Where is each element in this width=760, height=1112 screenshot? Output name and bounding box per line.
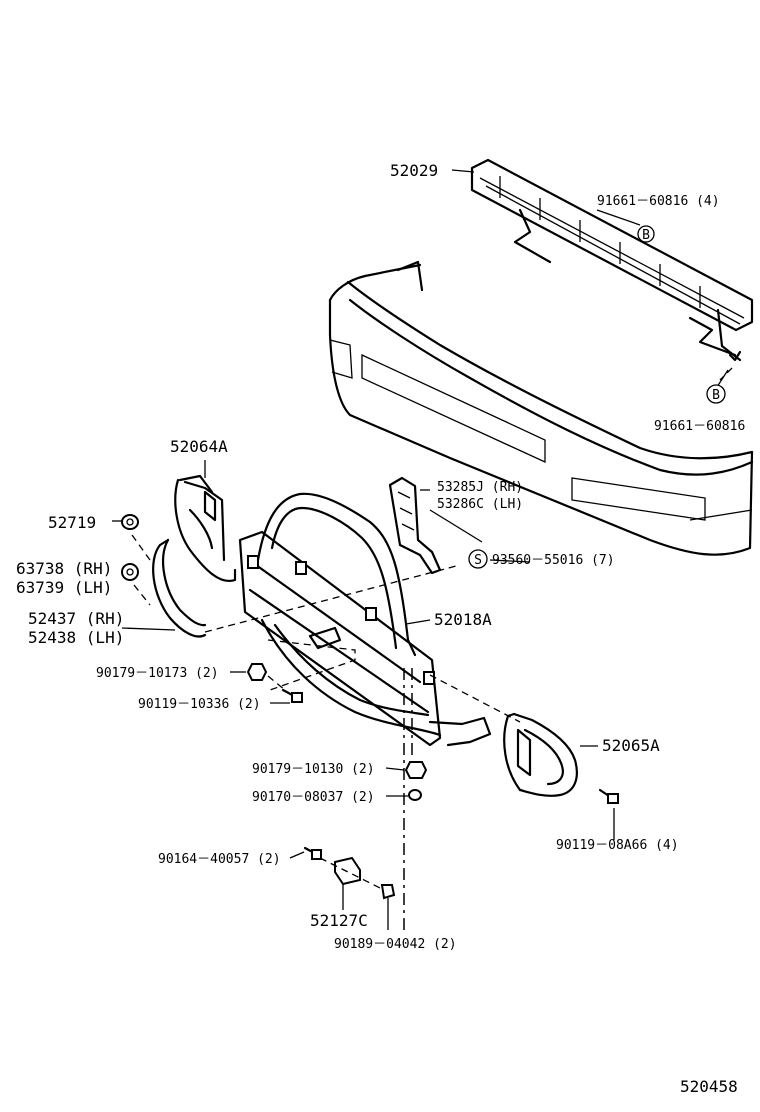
label-63738: 63738 (RH)	[16, 559, 112, 578]
label-90164-40057: 90164－40057 (2)	[158, 852, 281, 867]
label-52064a: 52064A	[170, 437, 228, 456]
label-52127c: 52127C	[310, 911, 368, 930]
label-90170-08037: 90170－08037 (2)	[252, 790, 375, 805]
symbol-b-upper-label: B	[642, 228, 650, 243]
symbol-b-upper: B	[637, 225, 655, 243]
symbol-s: S	[468, 549, 488, 569]
label-91661-60816: 91661－60816	[654, 419, 745, 434]
label-52438: 52438 (LH)	[28, 628, 124, 647]
symbol-b-lower: B	[706, 384, 726, 404]
label-53286c: 53286C (LH)	[437, 497, 523, 512]
label-52029: 52029	[390, 161, 438, 180]
side-guard-52065a	[503, 712, 578, 797]
label-91661-60816-4: 91661－60816 (4)	[597, 194, 720, 209]
figure-number: 520458	[680, 1077, 738, 1096]
label-90179-10130: 90179－10130 (2)	[252, 762, 375, 777]
label-52065a: 52065A	[602, 736, 660, 755]
symbol-b-lower-label: B	[712, 388, 720, 403]
label-90119-08a66: 90119－08A66 (4)	[556, 838, 679, 853]
label-63739: 63739 (LH)	[16, 578, 112, 597]
fasteners	[121, 350, 742, 900]
bracket-52437	[152, 538, 207, 638]
label-53285j: 53285J (RH)	[437, 480, 523, 495]
label-90189-04042: 90189－04042 (2)	[334, 937, 457, 952]
bumper-cover	[328, 260, 754, 556]
label-90119-10336: 90119－10336 (2)	[138, 697, 261, 712]
bumper-guard-52018a	[238, 492, 492, 747]
label-52719: 52719	[48, 513, 96, 532]
label-52018a: 52018A	[434, 610, 492, 629]
bracket-53285j	[388, 476, 442, 575]
leader-lines	[112, 169, 733, 930]
bumper-reinforcement-52029	[470, 158, 754, 362]
side-guard-52064a	[174, 474, 237, 583]
label-90179-10173: 90179－10173 (2)	[96, 666, 219, 681]
label-93560-55016: 93560－55016 (7)	[492, 553, 615, 568]
symbol-s-label: S	[474, 553, 482, 568]
label-52437: 52437 (RH)	[28, 609, 124, 628]
